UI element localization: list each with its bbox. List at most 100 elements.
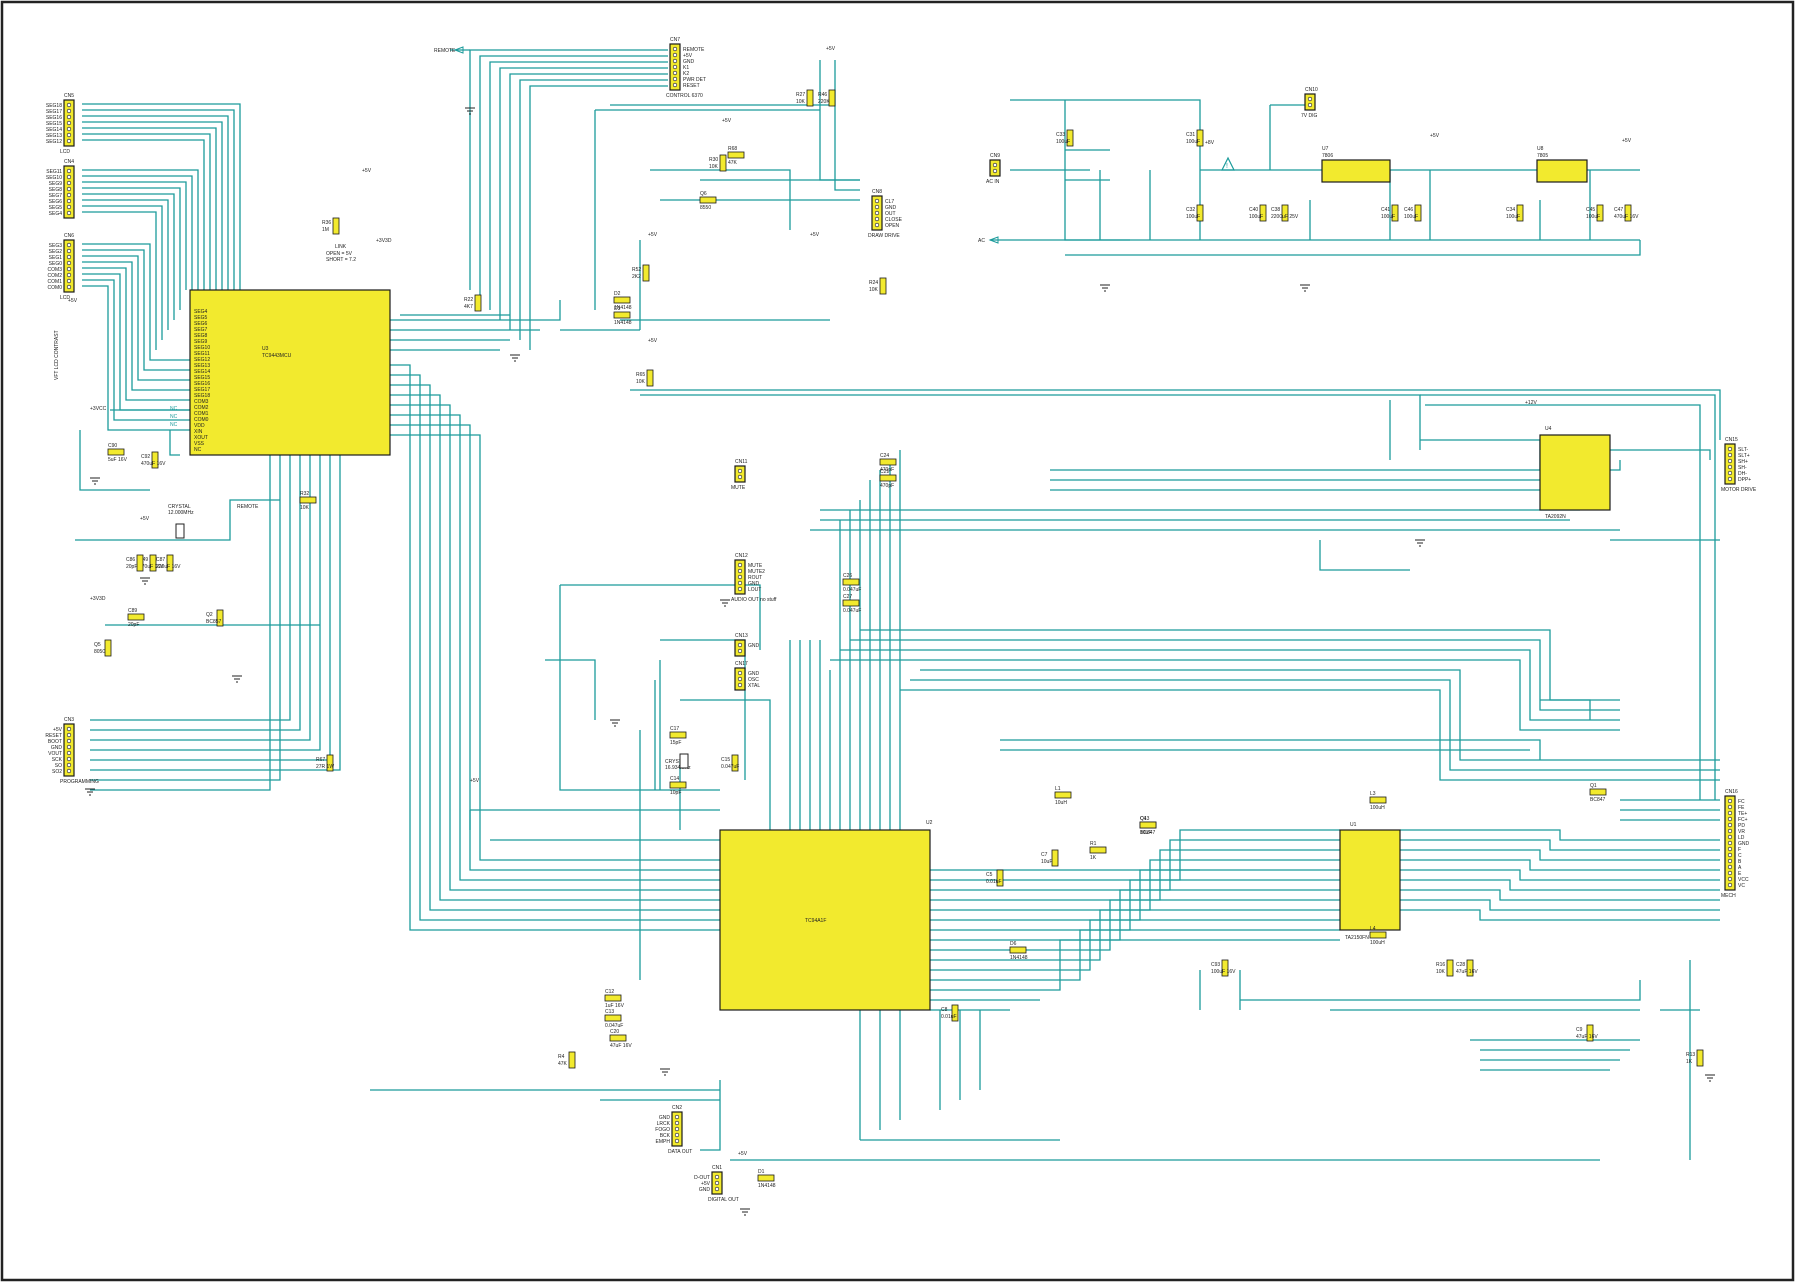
- component-ref: Q2: [206, 612, 213, 618]
- component-ref: C8: [941, 1007, 948, 1013]
- power-5v-i: +5V: [470, 778, 480, 784]
- component-ref: R16: [1436, 962, 1445, 968]
- component-ref: C21: [880, 469, 889, 475]
- component-value: 4K7: [464, 304, 473, 310]
- cn12-ref: CN12: [735, 553, 748, 559]
- u2-part: TC94A1F: [805, 918, 826, 924]
- component-ref: D6: [1010, 941, 1017, 947]
- lcd-contrast-label: VFT LCD CONTRAST: [54, 330, 60, 380]
- power-3v3-a: +3V3D: [376, 238, 392, 244]
- component-ref: R67: [316, 757, 325, 763]
- link-label: LINK: [335, 244, 347, 250]
- component-ref: R30: [709, 157, 718, 163]
- cn15-pin-label: DH-: [1738, 471, 1747, 477]
- component-ref: D2: [614, 291, 621, 297]
- component-value: 27R 1W: [316, 764, 334, 770]
- power-5v-h: +5V: [140, 516, 150, 522]
- cn4-pin-label: SEG9: [49, 181, 63, 187]
- u3-pin-label: SEG14: [194, 369, 210, 375]
- component-ref: R1: [1090, 841, 1097, 847]
- u2-ref: U2: [926, 820, 933, 826]
- u3-pin-label: SEG13: [194, 363, 210, 369]
- vcc-flag-label: +3VCC: [90, 406, 107, 412]
- cn4-pin-label: SEG8: [49, 187, 63, 193]
- cn2-pin-label: EMPH: [656, 1139, 671, 1145]
- cn10-ref: CN10: [1305, 87, 1318, 93]
- component-ref: C20: [610, 1029, 619, 1035]
- component-ref: R13: [1686, 1052, 1695, 1058]
- remote-flag2-label: REMOTE: [237, 504, 259, 510]
- cn16-pin-label: C: [1738, 853, 1742, 859]
- component-ref: Q1: [1590, 783, 1597, 789]
- component-value: 47uF 16V: [1456, 969, 1478, 975]
- chip-u8: U8 7805: [1536, 146, 1588, 183]
- cn5-title: LCD: [60, 149, 70, 155]
- link-open-label: OPEN = 5V: [326, 251, 353, 257]
- cn7-title: CONTROL 6370: [666, 93, 703, 99]
- cn16-pin-label: VC: [1738, 883, 1745, 889]
- component-value: 10K: [709, 164, 719, 170]
- u3-pin-label: COM3: [194, 399, 209, 405]
- component-value: 0.047uF: [605, 1023, 623, 1029]
- component-ref: R4: [558, 1054, 565, 1060]
- remote-flag-arrow: [453, 46, 464, 54]
- chip-u2: U2 TC94A1F: [719, 820, 933, 1011]
- cn15-pin-label: SLT-: [1738, 447, 1749, 453]
- cn6-pin-label: SEG2: [49, 249, 63, 255]
- power-5v-g: +5V: [68, 298, 78, 304]
- u7-ref: U7: [1322, 146, 1329, 152]
- cn5-pin-label: SEG13: [46, 133, 62, 139]
- u3-pin-label: SEG8: [194, 333, 208, 339]
- cn4-pin-label: SEG11: [46, 169, 62, 175]
- component-value: 0.01uF: [941, 1014, 957, 1020]
- component-ref: D3: [614, 306, 621, 312]
- component-value: 1uF 16V: [605, 1003, 625, 1009]
- cn7-ref: CN7: [670, 37, 680, 43]
- cn4-pin-label: SEG5: [49, 205, 63, 211]
- cn3-pin-label: VOUT: [48, 751, 62, 757]
- component-value: 15pF: [670, 740, 681, 746]
- component-value: 220uF 16V: [156, 564, 181, 570]
- cn5-pin-label: SEG16: [46, 115, 62, 121]
- cn5-pin-label: SEG15: [46, 121, 62, 127]
- component-value: 470uF 16V: [141, 461, 166, 467]
- u3-pin-label: XIN: [194, 429, 203, 435]
- component-ref: L4: [1370, 926, 1376, 932]
- net-flags: REMOTE REMOTE AC +3VCC VFT LCD CONTRAST …: [54, 46, 999, 771]
- wire-network: [75, 49, 1721, 1161]
- component-value: 1N4148: [614, 320, 632, 326]
- component-value: 0.047uF: [843, 587, 861, 593]
- component-value: 100uH: [1370, 805, 1385, 811]
- component-ref: R68: [728, 146, 737, 152]
- remote-flag-label: REMOTE: [434, 48, 456, 54]
- cn2-ref: CN2: [672, 1105, 682, 1111]
- crystal-b-value: 16.934MHz: [665, 765, 691, 771]
- component-ref: R22: [464, 297, 473, 303]
- u3-pin-label: SEG17: [194, 387, 210, 393]
- cn15-pin-label: SH+: [1738, 459, 1748, 465]
- cn12-title: AUDIO OUT no stuff: [731, 597, 777, 603]
- cn8-title: DRAW DRIVE: [868, 233, 900, 239]
- cn2-pin-label: LRCK: [657, 1121, 671, 1127]
